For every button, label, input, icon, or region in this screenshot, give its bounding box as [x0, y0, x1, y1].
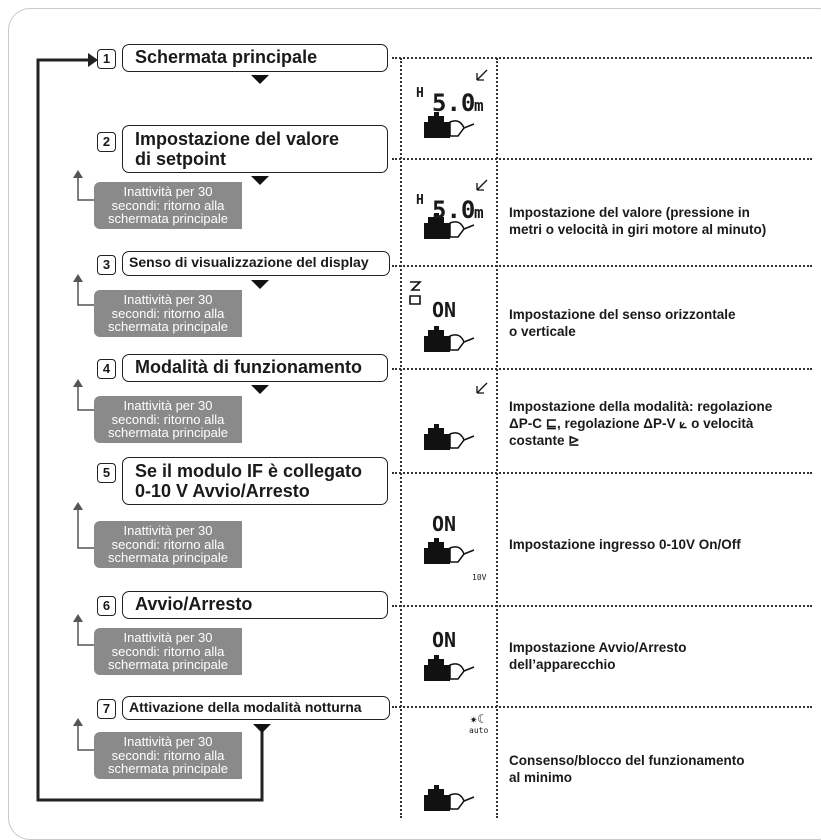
timeout-text: secondi: ritorno alla — [111, 747, 225, 763]
step-title-2-line1: Impostazione del valore — [135, 129, 340, 149]
display-unit: m — [474, 203, 484, 222]
display-on: ON — [432, 512, 457, 536]
description-line: dell’apparecchio — [509, 657, 616, 672]
timeout-text: schermata principale — [108, 319, 228, 334]
return-arrows — [73, 170, 94, 751]
step-title-2-line2: di setpoint — [135, 148, 226, 169]
step-title-5-line1: Se il modulo IF è collegato — [135, 461, 363, 481]
step-title-2: Impostazione del valore di setpoint — [122, 125, 388, 173]
display-10v-label: 10V — [472, 573, 487, 582]
timeout-text: secondi: ritorno alla — [111, 643, 225, 659]
display-unit: m — [474, 96, 484, 115]
description-step-2: Impostazione del valore (pressione in me… — [509, 204, 766, 238]
step-title-6: Avvio/Arresto — [122, 591, 388, 619]
row-divider — [392, 605, 812, 607]
description-line: costante ⊵ — [509, 433, 580, 448]
timeout-text: schermata principale — [108, 550, 228, 565]
description-step-7: Consenso/blocco del funzionamento al min… — [509, 752, 745, 786]
description-line: al minimo — [509, 770, 573, 785]
description-line: Impostazione del senso orizzontale — [509, 307, 736, 322]
description-line: Impostazione della modalità: regolazione — [509, 399, 773, 414]
timeout-text: secondi: ritorno alla — [111, 411, 225, 427]
row-divider — [392, 472, 812, 474]
loop-back-arrow — [36, 53, 264, 802]
down-arrow-1 — [251, 75, 269, 84]
timeout-text: Inattività per 30 — [123, 630, 213, 645]
step-number-4: 4 — [97, 359, 116, 379]
description-line: Impostazione ingresso 0-10V On/Off — [509, 537, 741, 552]
description-step-3: Impostazione del senso orizzontale o ver… — [509, 306, 736, 340]
description-line: Consenso/blocco del funzionamento — [509, 753, 745, 768]
step-title-5: Se il modulo IF è collegato 0-10 V Avvio… — [122, 457, 388, 505]
step-number-2: 2 — [97, 132, 116, 152]
display-illustrations — [409, 69, 488, 811]
display-value: 5.0 — [432, 89, 476, 117]
row-divider — [392, 57, 812, 59]
display-h-label: H — [416, 193, 424, 208]
timeout-text: Inattività per 30 — [123, 734, 213, 749]
step-title-7: Attivazione della modalità notturna — [122, 696, 390, 720]
display-value: 5.0 — [432, 196, 476, 224]
down-arrow-4 — [251, 385, 269, 394]
row-divider — [392, 265, 812, 267]
down-arrow-7 — [253, 724, 271, 733]
description-step-6: Impostazione Avvio/Arresto dell’apparecc… — [509, 639, 687, 673]
row-divider — [392, 158, 812, 160]
timeout-text: schermata principale — [108, 211, 228, 226]
timeout-text: Inattività per 30 — [123, 184, 213, 199]
description-line: o verticale — [509, 324, 576, 339]
timeout-text: secondi: ritorno alla — [111, 536, 225, 552]
description-line: ΔP-C ⊑, regolazione ΔP-V ⟀ o velocità — [509, 416, 754, 431]
timeout-text: secondi: ritorno alla — [111, 305, 225, 321]
vertical-divider — [496, 58, 498, 818]
step-number-6: 6 — [97, 596, 116, 616]
description-step-5: Impostazione ingresso 0-10V On/Off — [509, 536, 741, 553]
display-auto-label: auto — [469, 726, 489, 735]
step-number-5: 5 — [97, 463, 116, 483]
timeout-box-5: Inattività per 30 secondi: ritorno alla … — [94, 521, 242, 568]
display-on: ON — [432, 298, 457, 322]
timeout-text: schermata principale — [108, 761, 228, 776]
timeout-text: schermata principale — [108, 425, 228, 440]
timeout-box-6: Inattività per 30 secondi: ritorno alla … — [94, 628, 242, 675]
down-arrow-2 — [251, 176, 269, 185]
step-title-3: Senso di visualizzazione del display — [122, 251, 390, 276]
timeout-box-2: Inattività per 30 secondi: ritorno alla … — [94, 182, 242, 229]
timeout-text: Inattività per 30 — [123, 398, 213, 413]
down-arrow-3 — [251, 280, 269, 289]
description-step-4: Impostazione della modalità: regolazione… — [509, 398, 772, 449]
sun-moon-icon: ✷☾ — [470, 712, 485, 726]
timeout-box-4: Inattività per 30 secondi: ritorno alla … — [94, 396, 242, 443]
step-number-1: 1 — [97, 49, 116, 69]
step-title-1: Schermata principale — [122, 44, 388, 72]
timeout-text: Inattività per 30 — [123, 523, 213, 538]
timeout-box-7: Inattività per 30 secondi: ritorno alla … — [94, 732, 242, 779]
step-title-5-line2: 0-10 V Avvio/Arresto — [135, 480, 310, 501]
timeout-text: Inattività per 30 — [123, 292, 213, 307]
vertical-divider — [400, 58, 402, 818]
timeout-text: schermata principale — [108, 657, 228, 672]
description-line: metri o velocità in giri motore al minut… — [509, 222, 767, 237]
row-divider — [392, 368, 812, 370]
description-line: Impostazione del valore (pressione in — [509, 205, 750, 220]
timeout-box-3: Inattività per 30 secondi: ritorno alla … — [94, 290, 242, 337]
display-on: ON — [432, 628, 457, 652]
display-h-label: H — [416, 86, 424, 101]
description-line: Impostazione Avvio/Arresto — [509, 640, 687, 655]
timeout-text: secondi: ritorno alla — [111, 197, 225, 213]
step-title-4: Modalità di funzionamento — [122, 354, 388, 382]
row-divider — [392, 706, 812, 708]
step-number-3: 3 — [97, 255, 116, 275]
step-number-7: 7 — [97, 699, 116, 719]
